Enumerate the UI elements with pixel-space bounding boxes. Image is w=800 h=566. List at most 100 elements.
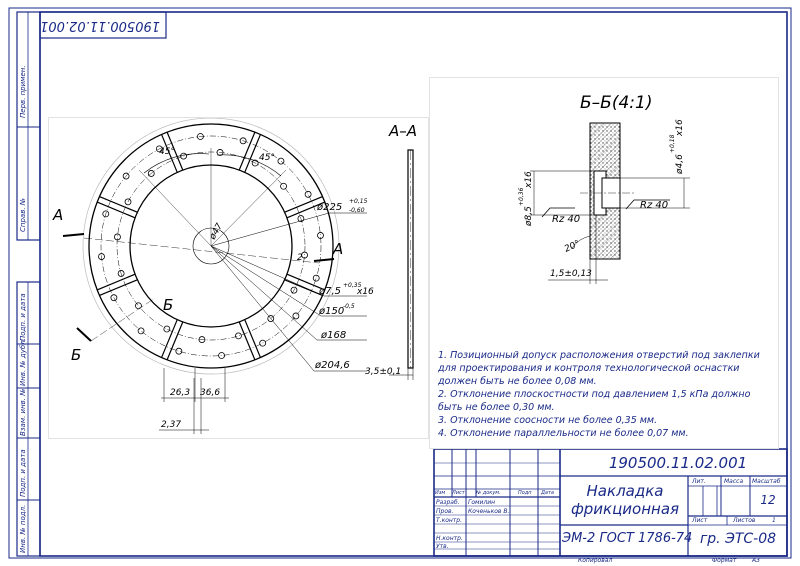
title-scale-label: Масштаб	[752, 478, 781, 485]
title-sheet-label: Лист	[692, 517, 708, 524]
rivet-hole	[290, 286, 298, 294]
groove-line	[286, 201, 326, 219]
groove-line	[166, 131, 184, 171]
sheet-border	[8, 7, 792, 559]
title-drawing-number: 190500.11.02.001	[608, 454, 748, 472]
dim-d225-tol-up: +0,15	[349, 198, 368, 205]
dim-d7-5: ø7,5	[318, 286, 341, 297]
dim-d7-5-count: х16	[356, 287, 374, 297]
note-line-6: 3. Отклонение соосности не более 0,35 мм…	[438, 415, 658, 426]
title-header-list: Лист	[452, 490, 465, 496]
title-scale-value: 12	[760, 493, 776, 507]
dim-d225: ø225	[316, 202, 342, 213]
dim-d8-5-count: х16	[524, 171, 534, 189]
bb-section-geometry	[530, 122, 690, 284]
title-copied: Копировал	[578, 557, 613, 564]
dim-thickness: 3,5±0,1	[365, 367, 401, 377]
title-header-izm: Изм	[435, 490, 446, 496]
dim-w26: 26,3	[170, 388, 190, 398]
groove-line	[238, 321, 256, 361]
groove-line	[244, 134, 262, 173]
dim-d7-5-tol: +0,35	[343, 282, 362, 289]
dim-d8-5-tol: +0,36	[518, 187, 525, 206]
dim-d168: ø168	[320, 330, 346, 341]
rivet-hole	[124, 198, 132, 206]
rivet-hole	[277, 157, 285, 165]
dim-d8-5: ø8,5	[524, 206, 534, 227]
rivet-hole	[122, 172, 130, 180]
rivet-hole	[218, 352, 225, 359]
note-line-5: быть не более 0,30 мм.	[438, 402, 555, 413]
dim-chamfer: 20°	[563, 239, 582, 255]
margin-label-orig-inv: Инв. № подл.	[19, 504, 27, 553]
rivet-hole	[312, 274, 320, 282]
rivet-hole	[198, 336, 206, 343]
outer-circle	[88, 123, 334, 369]
rivet-hole	[147, 170, 155, 177]
rivet-hole	[292, 312, 300, 320]
title-header-doc: № докум.	[476, 490, 501, 496]
groove-line	[238, 131, 256, 171]
rivet-holes	[98, 133, 324, 359]
rivet-hole	[297, 215, 305, 222]
cut-b-center: Б	[163, 296, 173, 314]
dim-d204: ø204,6	[314, 360, 350, 371]
rivet-hole	[317, 232, 324, 239]
bolt-circle-outer	[100, 135, 322, 357]
margin-strip-top	[16, 11, 41, 241]
groove-line	[99, 279, 138, 297]
front-view-svg: А–А А А Б Б 45° 45° ø225 +0,15 -0,60 ø47…	[52, 117, 417, 434]
rivet-hole	[175, 347, 183, 355]
groove-line	[166, 321, 184, 361]
rivet-hole	[98, 253, 105, 260]
roughness-2: Rz 40	[640, 200, 668, 211]
groove-line	[96, 273, 136, 291]
rivet-hole	[135, 302, 142, 310]
title-header-date: Дата	[541, 490, 554, 496]
dim-d225-tol-dn: -0,60	[349, 207, 365, 214]
groove-line	[160, 319, 178, 358]
groove-line	[96, 201, 136, 219]
margin-label-sign-date-2: Подп. и дата	[19, 449, 27, 497]
rivet-hole	[137, 327, 145, 335]
note-line-1: 1. Позиционный допуск расположения отвер…	[438, 350, 760, 361]
margin-strip-bottom	[16, 281, 41, 557]
rivet-hole	[155, 145, 163, 153]
groove-line	[244, 319, 262, 358]
rivet-hole	[280, 182, 287, 190]
section-bb-panel: Б–Б(4:1) ø4,6 +0,18 х16 ø8,5 +0,36 х16 R…	[429, 77, 779, 449]
title-format-label: Формат	[712, 557, 737, 564]
note-line-2: для проектирования и контроля технологич…	[438, 363, 740, 374]
rivet-hole	[102, 210, 110, 218]
groove-line	[286, 273, 326, 291]
title-name-line-2: фрикционная	[570, 500, 680, 518]
top-number-box	[39, 11, 167, 39]
groove-line	[160, 134, 178, 173]
rivet-hole	[180, 152, 187, 160]
dim-angle-2: 45°	[259, 153, 275, 163]
section-bb-title: Б–Б(4:1)	[580, 93, 652, 113]
rivet-hole	[235, 332, 242, 340]
title-material: ЭМ-2 ГОСТ 1786-74	[562, 531, 693, 546]
margin-label-dup-inv: Инв. № дубл.	[19, 338, 27, 386]
title-name-line-1: Накладка	[586, 482, 664, 500]
rivet-hole	[216, 149, 224, 156]
cut-b-left: Б	[71, 346, 81, 364]
title-block-lines	[433, 448, 788, 557]
rivet-hole	[251, 159, 259, 167]
rivet-hole	[267, 315, 275, 322]
rivet-hole	[197, 133, 204, 140]
cut-a-right: А	[332, 240, 343, 258]
dim-d4-6-count: х16	[675, 119, 685, 137]
dim-d4-6: ø4,6	[675, 154, 685, 175]
note-line-7: 4. Отклонение параллельности не более 0,…	[438, 428, 689, 439]
title-format-value: А3	[752, 557, 760, 564]
dim-d4-6-tol: +0,18	[669, 134, 676, 153]
groove-line	[99, 195, 138, 213]
rivet-hole	[301, 251, 308, 259]
section-aa-title: А–А	[388, 122, 417, 140]
rivet-hole	[114, 233, 121, 241]
groove-line	[284, 195, 323, 213]
title-role-approved: Утв.	[436, 543, 449, 550]
